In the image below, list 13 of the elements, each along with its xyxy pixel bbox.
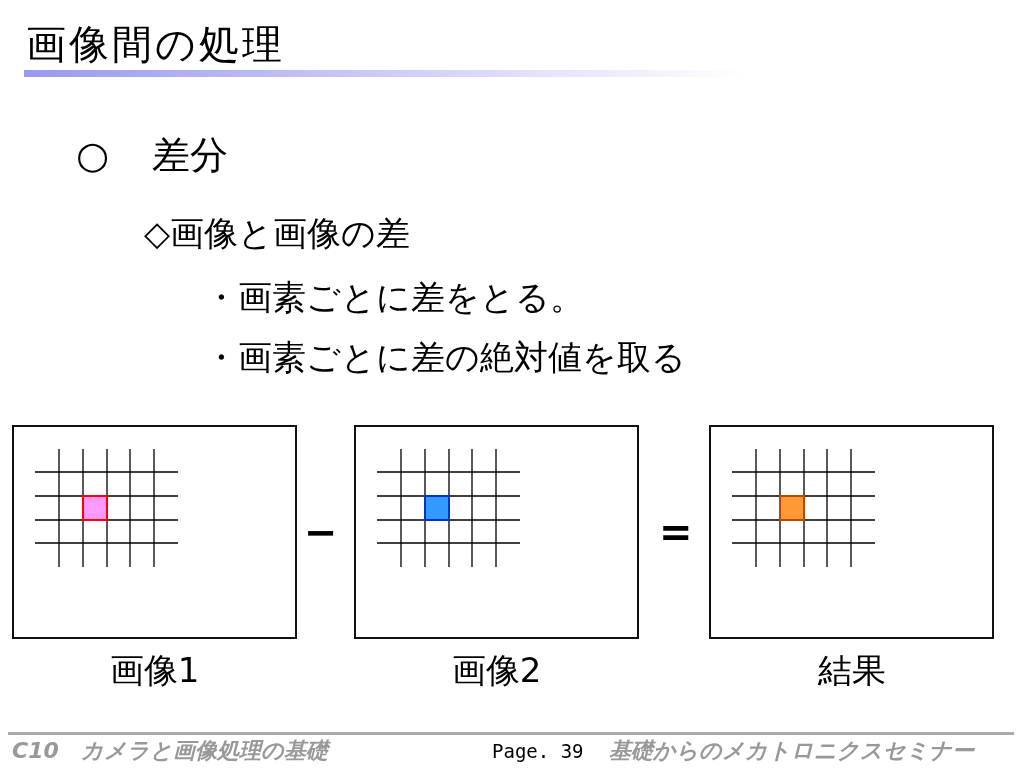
bullet-symbol: ○ (76, 136, 110, 174)
text-line: ・画素ごとに差の絶対値を取る (204, 340, 686, 374)
footer-text: 基礎からのメカトロニクスセミナー (609, 740, 974, 762)
slide-title: 画像間の処理 (26, 24, 285, 64)
operator-symbol: = (659, 512, 693, 552)
text-line: ・画素ごとに差をとる。 (204, 280, 584, 314)
image-caption: 画像1 (108, 653, 201, 687)
operator-symbol: − (304, 512, 338, 552)
page-number: Page. 39 (492, 742, 584, 761)
image-caption: 結果 (816, 653, 887, 687)
text-line: 差分 (152, 136, 228, 174)
text-line: ◇画像と画像の差 (144, 216, 411, 250)
image-caption: 画像2 (450, 653, 543, 687)
